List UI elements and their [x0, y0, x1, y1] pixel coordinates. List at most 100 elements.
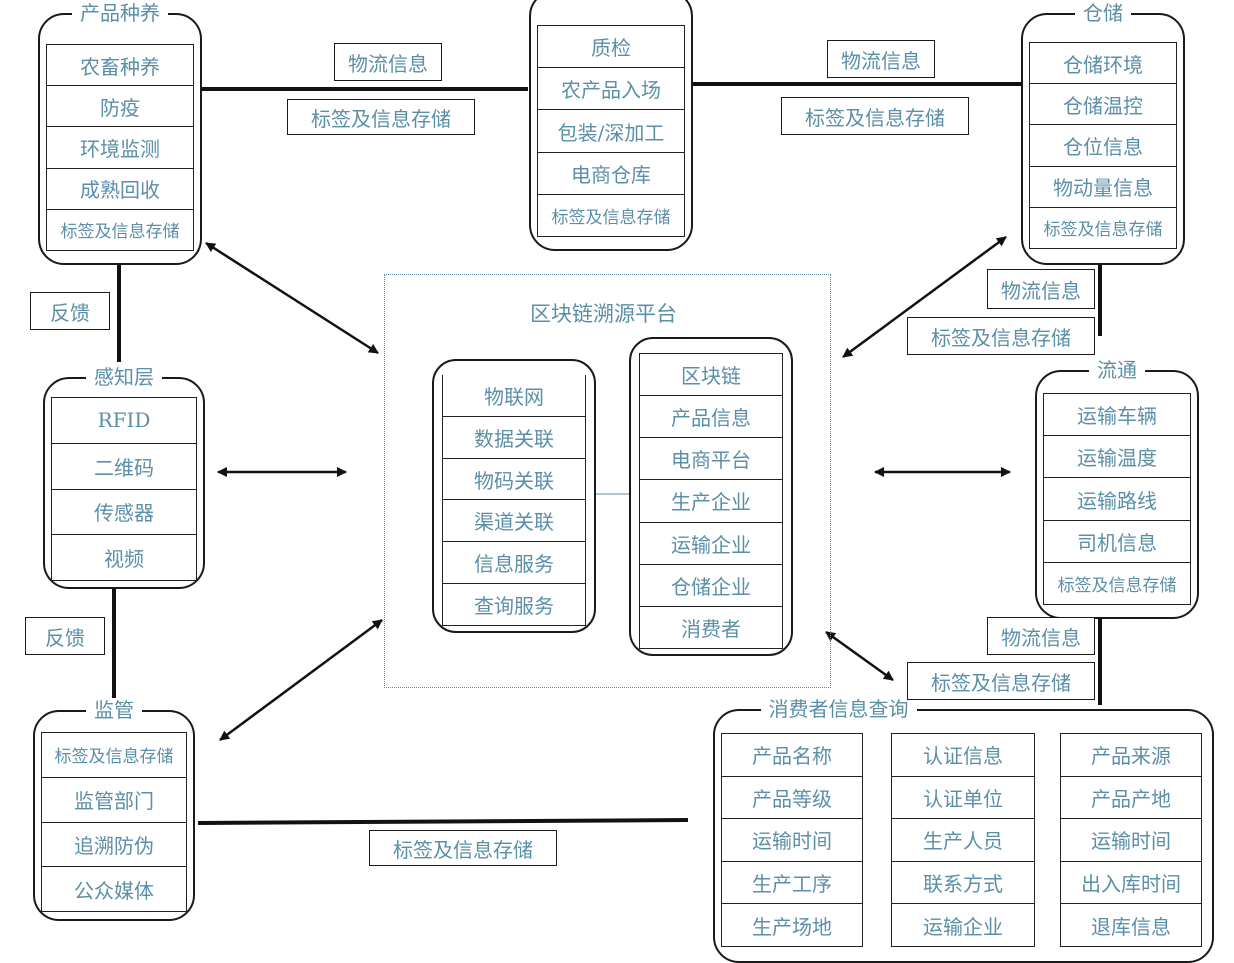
list-item: 运输时间: [722, 819, 862, 862]
label-feedback: 反馈: [25, 617, 105, 655]
list-item: 运输企业: [640, 523, 782, 565]
query-column-3: 产品来源 产品产地 运输时间 出入库时间 退库信息: [1060, 733, 1202, 947]
item-stack: 农畜种养 防疫 环境监测 成熟回收 标签及信息存储: [46, 44, 194, 251]
list-item: 联系方式: [892, 862, 1034, 905]
list-item: 仓储温控: [1030, 84, 1176, 126]
list-item: 区块链: [640, 354, 782, 397]
list-item: 视频: [104, 547, 144, 572]
list-item: 生产人员: [892, 819, 1034, 862]
group-processing: 加工 质检 农产品入场 包装/深加工 电商仓库 标签及信息存储: [529, 0, 693, 251]
group-title: 监管: [35, 698, 193, 722]
list-item: 电商平台: [640, 438, 782, 481]
list-item: 标签及信息存储: [551, 207, 671, 228]
label-logistics-info: 物流信息: [334, 43, 442, 81]
item-stack: 仓储环境 仓储温控 仓位信息 物动量信息 标签及信息存储: [1029, 42, 1177, 249]
list-item: 产品产地: [1061, 777, 1201, 820]
list-item: 司机信息: [1044, 521, 1190, 563]
list-item: 生产企业: [640, 480, 782, 523]
list-item: 公众媒体: [74, 878, 154, 903]
list-item: 退库信息: [1091, 914, 1171, 939]
item-stack: 质检 农产品入场 包装/深加工 电商仓库 标签及信息存储: [537, 25, 685, 237]
label-logistics-info: 物流信息: [987, 617, 1095, 655]
connector-supervision-consumer: [197, 818, 689, 825]
list-item: 二维码: [52, 444, 196, 490]
list-item: 追溯防伪: [42, 823, 186, 868]
label-feedback: 反馈: [30, 292, 110, 330]
list-item: 仓位信息: [1030, 125, 1176, 167]
list-item: 查询服务: [474, 594, 554, 619]
list-item: 认证单位: [892, 777, 1034, 820]
list-item: 包装/深加工: [538, 110, 684, 153]
query-column-1: 产品名称 产品等级 运输时间 生产工序 生产场地: [721, 733, 863, 947]
list-item: 运输温度: [1044, 436, 1190, 479]
list-item: 物动量信息: [1030, 167, 1176, 208]
list-item: 标签及信息存储: [60, 222, 180, 243]
list-item: 仓储企业: [640, 565, 782, 607]
list-item: 产品信息: [640, 396, 782, 439]
list-item: 环境监测: [47, 127, 193, 169]
list-item: 监管部门: [42, 778, 186, 823]
item-stack: RFID 二维码 传感器 视频: [51, 397, 197, 581]
list-item: 产品名称: [722, 734, 862, 777]
group-title: 感知层: [45, 365, 203, 389]
label-logistics-info: 物流信息: [987, 269, 1095, 309]
list-item: 运输企业: [923, 914, 1003, 939]
label-tag-storage: 标签及信息存储: [907, 662, 1095, 700]
list-item: 出入库时间: [1061, 862, 1201, 905]
platform-right-group: 区块链 产品信息 电商平台 生产企业 运输企业 仓储企业 消费者: [629, 337, 793, 656]
platform-container: [384, 274, 831, 688]
list-item: 认证信息: [892, 734, 1034, 777]
list-item: 消费者: [681, 616, 741, 641]
list-item: 渠道关联: [443, 500, 585, 543]
item-stack: 标签及信息存储 监管部门 追溯防伪 公众媒体: [41, 732, 187, 912]
group-storage: 仓储 仓储环境 仓储温控 仓位信息 物动量信息 标签及信息存储: [1021, 1, 1185, 265]
list-item: 运输车辆: [1044, 394, 1190, 437]
list-item: 标签及信息存储: [1043, 220, 1163, 241]
list-item: 标签及信息存储: [1057, 575, 1177, 596]
item-stack: 运输车辆 运输温度 运输路线 司机信息 标签及信息存储: [1043, 393, 1191, 605]
list-item: 生产场地: [752, 914, 832, 939]
platform-title: 区块链溯源平台: [530, 302, 677, 326]
group-circulation: 流通 运输车辆 运输温度 运输路线 司机信息 标签及信息存储: [1035, 358, 1199, 619]
label-tag-storage: 标签及信息存储: [369, 830, 557, 866]
list-item: 生产工序: [722, 862, 862, 905]
label-logistics-info: 物流信息: [827, 40, 935, 78]
group-title: 产品种养: [40, 1, 200, 25]
arrow-breeding-platform: [205, 241, 379, 355]
list-item: 传感器: [52, 490, 196, 536]
group-product-breeding: 产品种养 农畜种养 防疫 环境监测 成熟回收 标签及信息存储: [38, 1, 202, 265]
list-item: 信息服务: [443, 542, 585, 585]
list-item: 农产品入场: [538, 68, 684, 111]
group-title: 加工: [531, 0, 691, 2]
list-item: 防疫: [47, 86, 193, 128]
list-item: 成熟回收: [47, 169, 193, 210]
list-item: 运输路线: [1044, 478, 1190, 521]
list-item: 农畜种养: [47, 45, 193, 87]
label-tag-storage: 标签及信息存储: [907, 317, 1095, 355]
item-stack: 物联网 数据关联 物码关联 渠道关联 信息服务 查询服务: [442, 375, 586, 626]
list-item: 仓储环境: [1030, 43, 1176, 85]
list-item: 物联网: [443, 375, 585, 417]
label-tag-storage: 标签及信息存储: [287, 99, 475, 135]
query-column-2: 认证信息 认证单位 生产人员 联系方式 运输企业: [891, 733, 1035, 947]
group-title: 流通: [1037, 358, 1197, 382]
group-title: 消费者信息查询: [465, 697, 1212, 721]
arrow-storage-platform: [842, 235, 1007, 359]
list-item: 物码关联: [443, 459, 585, 501]
list-item: 产品来源: [1061, 734, 1201, 777]
arrow-platform-consumer: [825, 630, 894, 682]
list-item: 数据关联: [443, 417, 585, 459]
list-item: 质检: [538, 26, 684, 69]
item-stack: 区块链 产品信息 电商平台 生产企业 运输企业 仓储企业 消费者: [639, 353, 783, 649]
group-title: 仓储: [1023, 1, 1183, 25]
platform-left-group: 物联网 数据关联 物码关联 渠道关联 信息服务 查询服务: [432, 359, 596, 633]
list-item: 电商仓库: [538, 153, 684, 195]
list-item: 运输时间: [1061, 819, 1201, 862]
list-item: 标签及信息存储: [42, 733, 186, 778]
arrow-supervision-platform: [219, 618, 383, 742]
list-item: 产品等级: [722, 777, 862, 820]
group-supervision: 监管 标签及信息存储 监管部门 追溯防伪 公众媒体: [33, 698, 195, 921]
group-consumer-query: 消费者信息查询 产品名称 产品等级 运输时间 生产工序 生产场地 认证信息 认证…: [713, 697, 1214, 963]
group-perception-layer: 感知层 RFID 二维码 传感器 视频: [43, 365, 205, 589]
